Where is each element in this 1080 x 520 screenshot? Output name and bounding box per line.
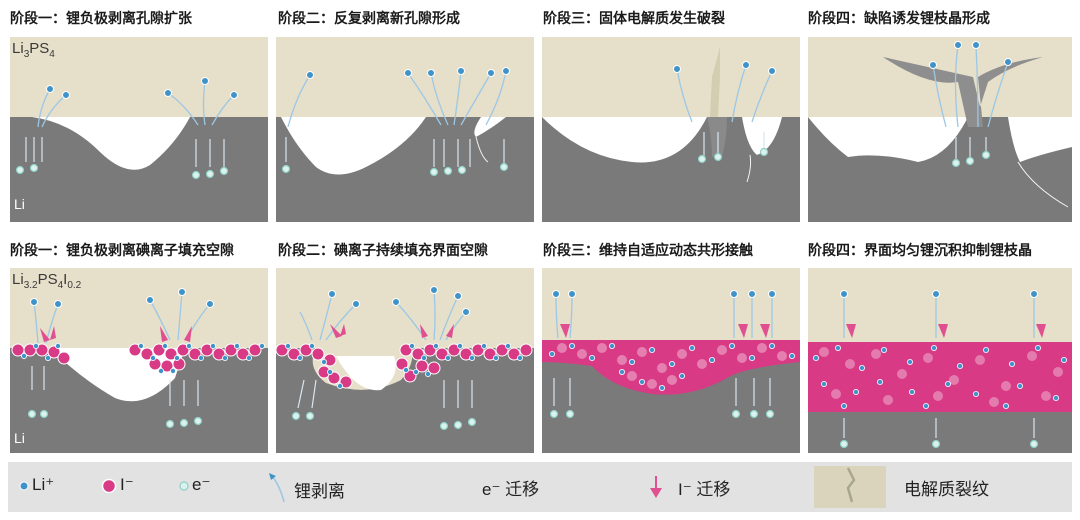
row2-panel-4 (808, 268, 1072, 453)
legend-electron: e⁻ (192, 475, 211, 494)
row1-panel-3 (542, 37, 800, 222)
row1-title-1: 阶段一：锂负极剥离孔隙扩张 (10, 11, 192, 27)
electron-icon (179, 481, 189, 491)
li-ion-icon (19, 481, 29, 491)
row2-title-3: 阶段三：维持自适应动态共形接触 (543, 243, 753, 259)
row1-title-2: 阶段二：反复剥离新孔隙形成 (278, 11, 460, 27)
row1-panel-2 (276, 37, 534, 222)
row1-li-label: Li (14, 196, 25, 212)
li-strip-arrow-icon (269, 473, 285, 503)
row2-title-1: 阶段一：锂负极剥离碘离子填充空隙 (10, 243, 234, 259)
row2-panel-1 (10, 268, 268, 453)
crack-swatch-icon (814, 466, 886, 508)
i-migration-arrow-icon (650, 476, 662, 498)
row2-panel-2 (276, 268, 534, 453)
row1-electrolyte-label: Li3PS4 (12, 40, 55, 60)
row2-panel-3 (542, 268, 800, 453)
row1-panel-1 (10, 37, 268, 222)
row1-title-4: 阶段四：缺陷诱发锂枝晶形成 (808, 11, 990, 27)
iodide-ion-icon (101, 478, 117, 494)
row1-title-3: 阶段三：固体电解质发生破裂 (543, 11, 725, 27)
legend-li-strip: 锂剥离 (294, 482, 345, 501)
legend-e-migration: e⁻ 迁移 (482, 480, 540, 499)
row2-title-4: 阶段四：界面均匀锂沉积抑制锂枝晶 (808, 243, 1032, 259)
legend-li-ion: Li⁺ (32, 475, 55, 494)
legend-crack: 电解质裂纹 (904, 480, 989, 499)
row2-electrolyte-label: Li3.2PS4I0.2 (12, 271, 82, 291)
legend: Li⁺ I⁻ e⁻ 锂剥离 e⁻ 迁移 I⁻ 迁移 电解质裂纹 (8, 462, 1072, 512)
legend-i-ion: I⁻ (120, 475, 134, 494)
row1-panel-4 (808, 37, 1072, 222)
row2-title-2: 阶段二：碘离子持续填充界面空隙 (278, 243, 488, 259)
legend-i-migration: I⁻ 迁移 (678, 480, 731, 499)
row2-li-label: Li (14, 430, 25, 446)
